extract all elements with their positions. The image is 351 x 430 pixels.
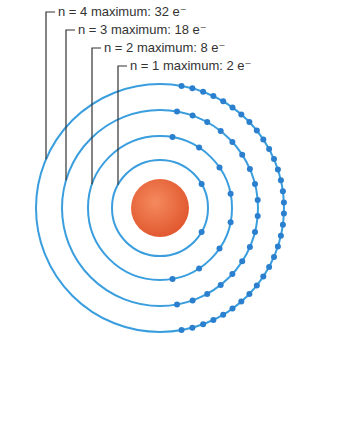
electron-dot xyxy=(239,152,245,158)
electron-dot xyxy=(220,312,226,318)
electron-dot xyxy=(217,246,223,252)
electron-dot xyxy=(179,83,185,89)
shell-label: n = 3 maximum: 18 e⁻ xyxy=(78,22,207,38)
shell-label: n = 2 maximum: 8 e⁻ xyxy=(104,40,225,56)
electron-dot xyxy=(255,197,261,203)
nucleus xyxy=(131,179,189,237)
electron-dot xyxy=(238,111,244,117)
leader-line xyxy=(92,48,101,184)
electron-dot xyxy=(260,137,266,143)
electron-dot xyxy=(189,85,195,91)
electron-dot xyxy=(246,119,252,125)
electron-dot xyxy=(200,89,206,95)
electron-dot xyxy=(170,276,176,282)
electron-dot xyxy=(271,156,277,162)
leader-line xyxy=(118,66,127,185)
electron-dot xyxy=(179,327,185,333)
electron-dot xyxy=(278,177,284,183)
electron-dot xyxy=(280,188,286,194)
electron-dot xyxy=(220,98,226,104)
electron-dot xyxy=(230,104,236,110)
electron-dot xyxy=(275,244,281,250)
electron-dot xyxy=(230,306,236,312)
electron-dot xyxy=(200,321,206,327)
electron-dot xyxy=(254,128,260,134)
electron-dot xyxy=(199,229,205,235)
electron-dot xyxy=(246,291,252,297)
electron-dot xyxy=(275,167,281,173)
electron-dot xyxy=(260,274,266,280)
electron-dot xyxy=(196,266,202,272)
electron-dot xyxy=(281,211,287,217)
electron-dot xyxy=(204,119,210,125)
electron-dot xyxy=(204,291,210,297)
electron-dot xyxy=(189,325,195,331)
electron-dot xyxy=(210,93,216,99)
electron-dot xyxy=(229,139,235,145)
electron-shell xyxy=(36,84,284,332)
shell-label: n = 4 maximum: 32 e⁻ xyxy=(58,4,187,20)
electron-dot xyxy=(278,233,284,239)
shell-label: n = 1 maximum: 2 e⁻ xyxy=(130,58,251,74)
electron-dot xyxy=(199,181,205,187)
electron-dot xyxy=(266,264,272,270)
electron-shell xyxy=(88,136,232,280)
electron-dot xyxy=(218,282,224,288)
electron-dot xyxy=(255,213,261,219)
electron-dot xyxy=(228,191,234,197)
leader-line xyxy=(46,12,55,159)
electron-dot xyxy=(280,222,286,228)
electron-dot xyxy=(247,244,253,250)
electron-dot xyxy=(210,317,216,323)
electron-dot xyxy=(218,128,224,134)
leader-line xyxy=(66,30,75,180)
electron-dot xyxy=(229,271,235,277)
electron-dot xyxy=(217,164,223,170)
electron-dot xyxy=(228,219,234,225)
electron-dot xyxy=(190,113,196,119)
electron-dot xyxy=(174,109,180,115)
electron-dot xyxy=(271,254,277,260)
electron-dot xyxy=(252,229,258,235)
electron-dot xyxy=(190,297,196,303)
electron-dot xyxy=(281,199,287,205)
electron-dot xyxy=(239,258,245,264)
electron-dot xyxy=(170,134,176,140)
electron-dot xyxy=(196,145,202,151)
electron-dot xyxy=(266,146,272,152)
electron-dot xyxy=(254,283,260,289)
electron-dot xyxy=(252,181,258,187)
electron-dot xyxy=(238,299,244,305)
electron-dot xyxy=(174,302,180,308)
electron-dot xyxy=(247,166,253,172)
electron-shell xyxy=(112,160,208,256)
